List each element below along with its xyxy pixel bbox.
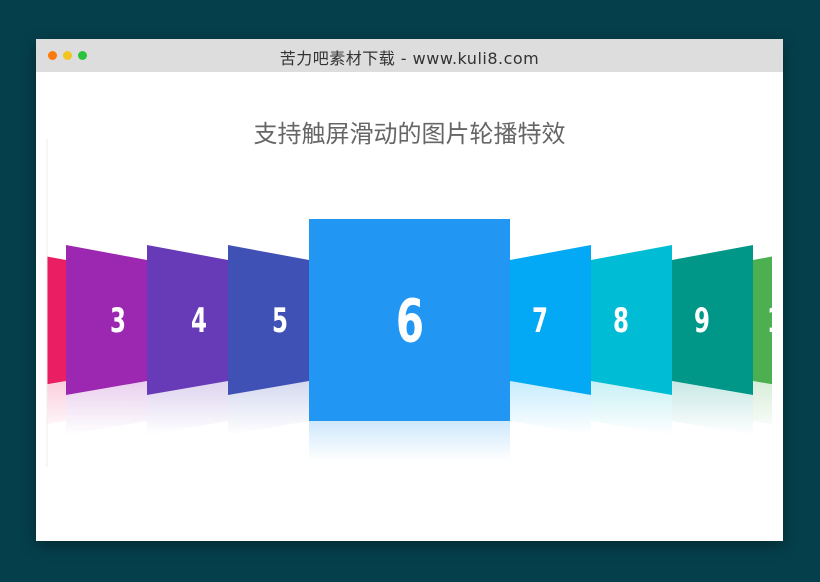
slide-reflection	[672, 381, 753, 435]
carousel-slide-9[interactable]: 9	[672, 245, 753, 435]
page-heading: 支持触屏滑动的图片轮播特效	[253, 120, 566, 148]
slide-reflection	[66, 381, 147, 435]
slide-panel	[591, 245, 672, 395]
slide-number: 2	[36, 302, 45, 342]
slide-number: 6	[396, 286, 424, 356]
carousel-slide-10[interactable]: 10	[753, 245, 783, 435]
slide-panel	[228, 245, 309, 395]
slide-panel	[309, 219, 510, 421]
slide-panel	[47, 256, 66, 385]
carousel-slide-3[interactable]: 3	[66, 245, 147, 435]
carousel-slide-2[interactable]: 2	[36, 245, 66, 435]
slide-reflection	[228, 381, 309, 435]
slide-panel	[672, 245, 753, 395]
slide-number: 3	[110, 302, 126, 342]
slide-reflection	[510, 381, 591, 435]
carousel-slide-8[interactable]: 8	[591, 245, 672, 435]
slide-reflection	[753, 381, 772, 425]
slide-reflection	[309, 421, 510, 461]
slide-number: 4	[191, 302, 207, 342]
close-button[interactable]	[48, 51, 57, 60]
carousel-slide-4[interactable]: 4	[147, 245, 228, 435]
slide-panel	[753, 256, 772, 385]
carousel-slide-7[interactable]: 7	[510, 245, 591, 435]
slide-number: 8	[613, 302, 629, 342]
slide-reflection	[147, 381, 228, 435]
maximize-button[interactable]	[78, 51, 87, 60]
minimize-button[interactable]	[63, 51, 72, 60]
slide-number: 7	[532, 302, 548, 342]
slide-number: 9	[694, 302, 710, 342]
title-bar: 苦力吧素材下载 - www.kuli8.com	[36, 39, 783, 72]
slide-panel	[510, 245, 591, 395]
carousel[interactable]: 2 10 3 9 4 8 5 7 6	[36, 39, 783, 541]
carousel-slide-5[interactable]: 5	[228, 245, 309, 435]
slide-number: 5	[272, 302, 288, 342]
window-title: 苦力吧素材下载 - www.kuli8.com	[279, 49, 540, 68]
browser-window: 苦力吧素材下载 - www.kuli8.com 支持触屏滑动的图片轮播特效 2 1…	[36, 39, 783, 541]
slide-reflection	[591, 381, 672, 435]
slide-reflection	[47, 381, 66, 425]
slide-number: 10	[767, 302, 783, 342]
slide-panel	[66, 245, 147, 395]
carousel-slide-6[interactable]: 6	[309, 219, 510, 461]
slide-panel	[147, 245, 228, 395]
